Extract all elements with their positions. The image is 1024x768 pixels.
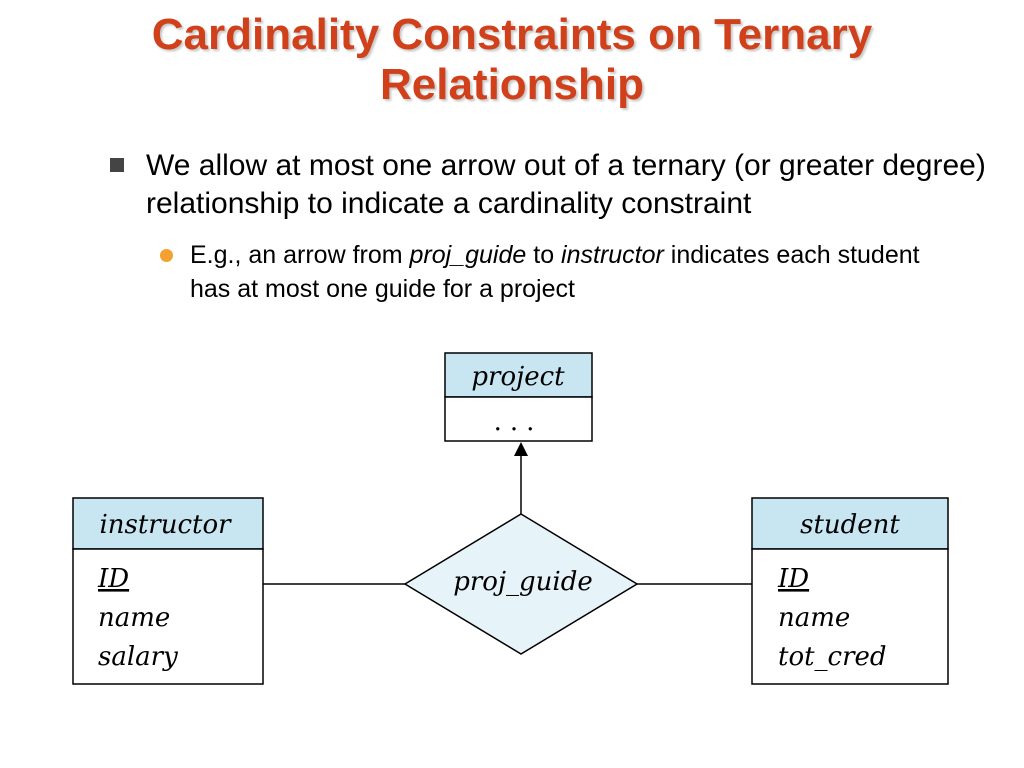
entity-instructor: instructor ID name salary — [72, 497, 264, 685]
entity-student-attr-tot-cred: tot_cred — [778, 642, 887, 672]
entity-instructor-body — [72, 548, 264, 685]
entity-student-attr-name: name — [778, 603, 850, 633]
entity-instructor-attr-name: name — [98, 603, 170, 633]
entity-project-body — [444, 396, 593, 442]
entity-project-name: project — [471, 362, 565, 392]
relationship-proj-guide: proj_guide — [403, 513, 639, 655]
sub-bullet-middle: to — [526, 241, 562, 269]
sub-bullet-term-instructor: instructor — [561, 241, 664, 269]
entity-instructor-attr-salary: salary — [98, 642, 178, 672]
sub-bullet-prefix: E.g., an arrow from — [190, 241, 410, 269]
entity-instructor-header — [72, 497, 264, 550]
entity-instructor-name: instructor — [99, 510, 232, 540]
sub-bullet-text: E.g., an arrow from proj_guide to instru… — [190, 238, 960, 306]
main-bullet: We allow at most one arrow out of a tern… — [110, 147, 992, 223]
entity-student-attr-id: ID — [777, 564, 809, 594]
title-line-1: Cardinality Constraints on Ternary — [151, 10, 873, 59]
relationship-diamond-shape — [403, 513, 639, 655]
sub-bullet: E.g., an arrow from proj_guide to instru… — [160, 238, 960, 306]
square-bullet-icon — [110, 158, 124, 172]
arrowhead-icon — [514, 442, 528, 456]
entity-instructor-attr-id: ID — [97, 564, 129, 594]
relationship-name: proj_guide — [453, 567, 593, 597]
main-bullet-text: We allow at most one arrow out of a tern… — [146, 149, 986, 220]
entity-project-header — [444, 352, 593, 398]
entity-student-header — [751, 497, 949, 550]
title-line-2: Relationship — [379, 60, 645, 109]
sub-bullet-term-proj-guide: proj_guide — [409, 241, 527, 269]
entity-student: student ID name tot_cred — [751, 497, 949, 685]
entity-student-name: student — [800, 510, 900, 540]
sub-bullet-suffix: indicates each student has at most one g… — [190, 241, 920, 303]
slide-title: Cardinality Constraints on Ternary Relat… — [0, 10, 1024, 110]
entity-student-body — [751, 548, 949, 685]
entity-project-attr-1: ... — [494, 407, 543, 437]
entity-project: project ... — [444, 352, 593, 442]
round-bullet-icon — [160, 249, 173, 262]
